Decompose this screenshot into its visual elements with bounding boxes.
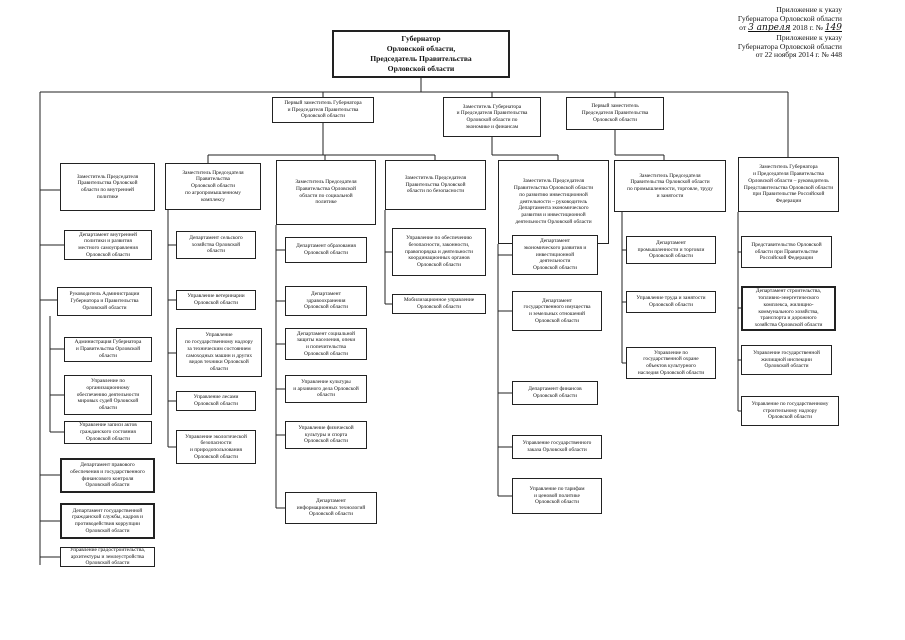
deputy-representative-box: Заместитель Губернатора и Председателя П… xyxy=(738,157,839,212)
dept-it-box: Департамент информационных технологий Ор… xyxy=(285,492,377,524)
civil-registry-box: Управление записи актов гражданского сос… xyxy=(64,421,152,444)
mobilization-box: Мобилизационное управление Орловской обл… xyxy=(392,294,486,314)
dept-legal-box: Департамент правового обеспечения и госу… xyxy=(60,458,155,493)
dept-health-box: Департамент здравоохранения Орловской об… xyxy=(285,286,367,316)
tech-supervision-box: Управление по государственному надзору з… xyxy=(176,328,262,377)
construction-supervision-box: Управление по государственному строитель… xyxy=(741,396,839,426)
head-administration-box: Руководитель Администрации Губернатора и… xyxy=(57,287,152,316)
appendix-title-1: Приложение к указу xyxy=(776,5,842,14)
dept-education-box: Департамент образования Орловской област… xyxy=(285,237,367,263)
labor-box: Управление труда и занятости Орловской о… xyxy=(626,291,716,313)
dept-agriculture-box: Департамент сельского хозяйства Орловско… xyxy=(176,231,256,259)
appendix-governor-1: Губернатора Орловской области xyxy=(737,13,842,23)
appendix-date-1: от 3 апреля 2018 г. № 149 xyxy=(739,23,842,34)
ecology-box: Управление экологической безопасности и … xyxy=(176,430,256,464)
appendix-title-2: Приложение к указу xyxy=(776,32,842,42)
dept-social-protection-box: Департамент социальной защиты населения,… xyxy=(285,328,367,360)
appendix-header: Приложение к указу Губернатора Орловской… xyxy=(582,5,842,60)
deputy-internal-policy-box: Заместитель Председателя Правительства О… xyxy=(60,163,155,211)
administration-box: Администрация Губернатора и Правительств… xyxy=(64,337,152,362)
dept-civil-service-box: Департамент государственной гражданской … xyxy=(60,503,155,539)
dept-industry-box: Департамент промышленности и торговли Ор… xyxy=(626,236,716,264)
architecture-box: Управление градостроительства, архитекту… xyxy=(60,547,155,567)
forestry-box: Управление лесами Орловской области xyxy=(176,391,256,411)
deputy-social-box: Заместитель Председателя Правительства О… xyxy=(276,160,376,225)
culture-box: Управление культуры и архивного дела Орл… xyxy=(285,375,367,403)
housing-inspection-box: Управление государственной жилищной инсп… xyxy=(741,345,832,375)
appendix-governor-2: Губернатора Орловской области xyxy=(737,41,842,51)
dept-economic-dev-box: Департамент экономического развития и ин… xyxy=(512,235,598,275)
handwritten-day: 3 апреля xyxy=(748,23,791,34)
security-dept-box: Управление по обеспечению безопасности, … xyxy=(392,228,486,276)
rep-office-box: Представительство Орловской области при … xyxy=(741,236,832,268)
heritage-box: Управление по государственной охране объ… xyxy=(626,347,716,379)
appendix-date-2: от 22 ноября 2014 г. № 448 xyxy=(755,50,842,60)
deputy-investment-box: Заместитель Председателя Правительства О… xyxy=(498,160,609,244)
deputy-agro-box: Заместитель Председателя Правительства О… xyxy=(165,163,261,210)
sport-box: Управление физической культуры и спорта … xyxy=(285,421,367,449)
veterinary-box: Управление ветеринарии Орловской области xyxy=(176,290,256,310)
dept-property-box: Департамент государственного имущества и… xyxy=(512,291,602,331)
deputy-economic-box: Заместитель Губернатора и Председателя П… xyxy=(443,97,541,137)
dept-internal-policy-box: Департамент внутренней политики и развит… xyxy=(64,230,152,260)
dept-construction-box: Департамент строительства, топливно-энер… xyxy=(741,286,836,331)
governor-box: Губернатор Орловской области, Председате… xyxy=(332,30,510,78)
deputy-security-box: Заместитель Председателя Правительства О… xyxy=(385,160,486,210)
first-deputy-chairman-box: Первый заместитель Председателя Правител… xyxy=(566,97,664,130)
dept-finance-box: Департамент финансов Орловской области xyxy=(512,381,598,405)
handwritten-number: 149 xyxy=(824,23,842,34)
first-deputy-governor-box: Первый заместитель Губернатора и Председ… xyxy=(272,97,374,123)
procurement-box: Управление государственного заказа Орлов… xyxy=(512,435,602,459)
org-support-judges-box: Управление по организационному обеспечен… xyxy=(64,375,152,415)
tariffs-box: Управление по тарифам и ценовой политике… xyxy=(512,478,602,514)
deputy-industry-box: Заместитель Председателя Правительства О… xyxy=(614,160,726,212)
